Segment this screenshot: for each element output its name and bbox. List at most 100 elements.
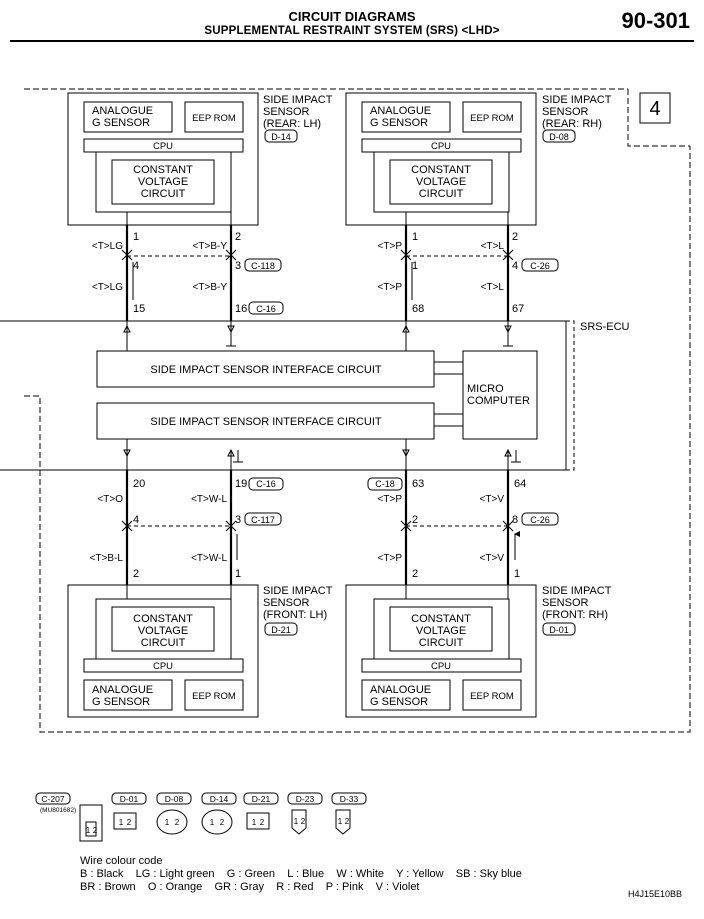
rear-rh-wire-bot-a: <T>P [378, 282, 403, 293]
legend-tag-d08 [156, 792, 192, 805]
rear-lh-cpu-label: CPU [153, 141, 173, 152]
rear-lh-cvc-line1: CONSTANT [133, 164, 193, 176]
front-lh-mid-a: 4 [133, 514, 139, 526]
d21-pin-1: 1 [252, 818, 257, 827]
rear-rh-cvc-line1: CONSTANT [411, 164, 471, 176]
rear-rh-eeprom-box [462, 101, 522, 133]
micro-computer-box [462, 350, 538, 440]
page-title: CIRCUIT DIAGRAMS [288, 9, 416, 24]
front-rh-eeprom-label: EEP ROM [470, 691, 514, 702]
rear-lh-mid-conn: C-118 [251, 261, 275, 271]
tag-d21 [264, 622, 298, 636]
front-rh-mid-b: 8 [512, 514, 518, 526]
front-rh-terminals [405, 585, 509, 599]
rear-rh-cvc-line3: CIRCUIT [419, 188, 464, 200]
legend-d14: D-14 [210, 794, 229, 804]
section-marker-box [639, 92, 671, 124]
rear-lh-eeprom-label: EEP ROM [192, 113, 236, 124]
sensor-front-rh-label-1: SIDE IMPACT [542, 585, 612, 597]
signal-arrows [132, 262, 515, 560]
tag-c26-top [521, 258, 559, 272]
rear-rh-cpu-label: CPU [431, 141, 451, 152]
d01-pin-1: 1 [119, 818, 124, 827]
sensor-front-rh-label-3: (FRONT: RH) [542, 609, 608, 621]
rear-rh-cvc-line2: VOLTAGE [416, 176, 466, 188]
tag-c18 [367, 477, 403, 491]
wire-rear-rh [404, 225, 510, 321]
rear-rh-g-sensor-box [361, 101, 451, 133]
rear-rh-pin-1: 1 [412, 231, 418, 243]
front-lh-g-sensor-box [83, 679, 173, 711]
rear-rh-wire-top-b: <T>L [481, 241, 505, 252]
ecu-bottom-grounds [233, 450, 521, 463]
front-lh-cvc-line2: VOLTAGE [138, 625, 188, 637]
ecu-internal-bus [434, 361, 463, 427]
front-rh-mid-conn: C-26 [530, 515, 550, 525]
front-rh-ecu-a: 63 [412, 478, 424, 490]
rear-lh-terminals [126, 212, 232, 225]
rear-lh-g-sensor-line1: ANALOGUE [92, 105, 153, 117]
front-lh-g-sensor-line1: ANALOGUE [92, 684, 153, 696]
rear-lh-wire-bot-b: <T>B-Y [193, 282, 228, 293]
d23-pin-1: 1 [294, 817, 299, 826]
d08-connector-icon [156, 809, 188, 835]
front-lh-cvc-box [111, 606, 215, 652]
front-lh-mid-b: 3 [235, 514, 241, 526]
sensor-rear-lh-label-1: SIDE IMPACT [263, 94, 333, 106]
d01-connector-icon [113, 812, 137, 830]
rear-rh-wire-top-a: <T>P [378, 241, 403, 252]
d23-connector-icon [291, 809, 307, 835]
front-rh-mid-a: 2 [412, 514, 418, 526]
front-rh-cpu-box [361, 658, 522, 673]
c207-connector-icon [79, 804, 103, 842]
front-lh-ecu-conn: C-16 [256, 479, 276, 489]
section-marker: 4 [649, 98, 660, 120]
front-lh-pin-a: 2 [133, 568, 139, 580]
rear-lh-pin-1: 1 [133, 231, 139, 243]
legend-d08: D-08 [165, 794, 184, 804]
sensor-rear-lh-connector: D-14 [271, 132, 291, 142]
intermediate-connectors [127, 255, 508, 527]
rear-lh-wire-top-b: <T>B-Y [193, 241, 228, 252]
ecu-top-inputs [126, 321, 509, 332]
front-lh-cvc-line1: CONSTANT [133, 613, 193, 625]
sensor-front-rh-connector: D-01 [549, 625, 569, 635]
rear-lh-ecu-conn: C-16 [256, 304, 276, 314]
rear-lh-eeprom-box [184, 101, 244, 133]
sensor-front-rh-box [345, 584, 537, 718]
sensor-front-lh-label-3: (FRONT: LH) [263, 609, 327, 621]
front-rh-pin-a: 2 [412, 568, 418, 580]
sensor-rear-rh-box [345, 92, 537, 226]
legend-d21: D-21 [252, 794, 271, 804]
front-rh-cvc-line2: VOLTAGE [416, 625, 466, 637]
rear-lh-g-sensor-box [83, 101, 173, 133]
front-rh-pin-b: 1 [514, 568, 520, 580]
d33-pin-2: 2 [345, 817, 350, 826]
legend-c207-part: (MU801682) [40, 807, 76, 814]
rear-rh-mid-b: 4 [512, 260, 518, 272]
rear-rh-g-sensor-line2: G SENSOR [370, 117, 428, 129]
front-rh-cvc-box [389, 606, 493, 652]
sensor-rear-rh-label-2: SENSOR [542, 106, 589, 118]
front-rh-wire-top-b: <T>V [480, 494, 505, 505]
page-subtitle: SUPPLEMENTAL RESTRAINT SYSTEM (SRS) <LHD… [204, 25, 500, 37]
rear-rh-ecu-a: 68 [412, 303, 424, 315]
header-rule [10, 40, 694, 42]
interface-circuit-2-box [96, 402, 435, 440]
ecu-top-internal [126, 332, 513, 351]
d08-pin-1: 1 [165, 818, 170, 827]
sensor-rear-lh-label-3: (REAR: LH) [263, 118, 321, 130]
interface-circuit-1-box [96, 350, 435, 388]
rear-lh-wire-top-a: <T>LG [92, 241, 123, 252]
front-lh-cpu-label: CPU [153, 661, 173, 672]
front-rh-ecu-b: 64 [514, 478, 526, 490]
legend-tag-d01 [111, 792, 147, 805]
front-rh-cvc-line3: CIRCUIT [419, 637, 464, 649]
rear-lh-ecu-a: 15 [133, 303, 145, 315]
tag-d14 [264, 129, 298, 143]
d21-connector-icon [246, 812, 270, 830]
front-lh-ecu-b: 19 [235, 478, 247, 490]
wire-front-lh [125, 470, 233, 585]
front-lh-wire-bot-a: <T>B-L [90, 553, 124, 564]
d14-pin-2: 2 [220, 818, 225, 827]
